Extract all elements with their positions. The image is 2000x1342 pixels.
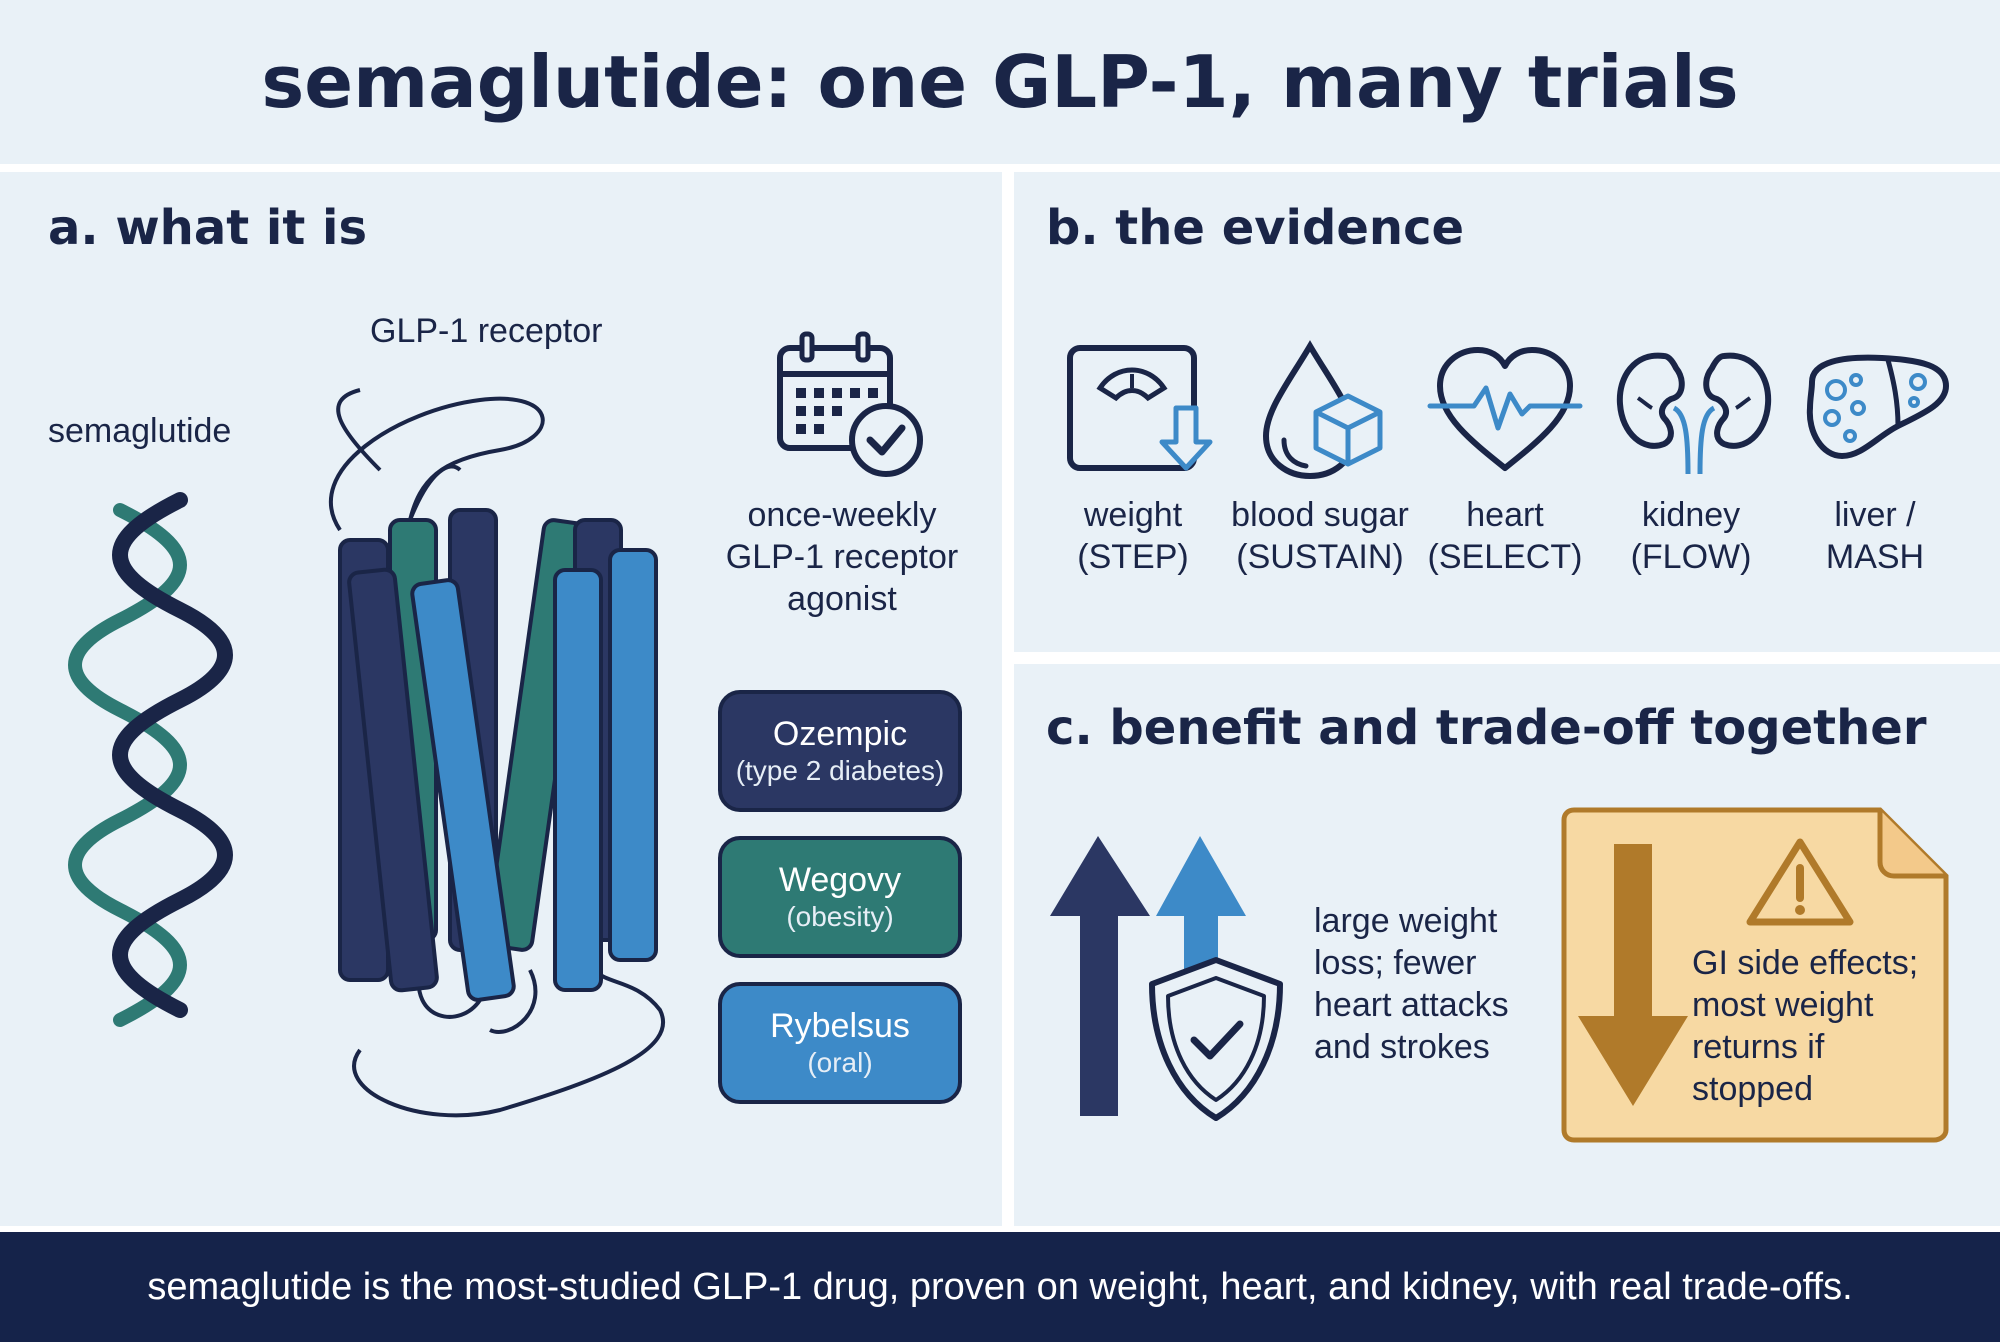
brand-name: Wegovy <box>778 861 902 899</box>
receptor-icon <box>329 388 665 1118</box>
brand-indication: (obesity) <box>786 901 894 932</box>
brand-card-rybelsus: Rybelsus (oral) <box>718 982 962 1104</box>
helix-icon <box>68 492 233 1027</box>
evidence-liver-line1: liver / <box>1834 496 1916 534</box>
blood-sugar-icon <box>1262 340 1383 480</box>
evidence-kidney-line1: kidney <box>1641 496 1741 534</box>
evidence-weight-line1: weight <box>1083 496 1183 534</box>
brand-name: Ozempic <box>772 715 908 753</box>
helix-segment <box>553 568 603 992</box>
summary-text: semaglutide is the most-studied GLP-1 dr… <box>147 1265 1853 1308</box>
benefit-arrows-icon <box>1050 836 1246 1116</box>
benefit-line-3: heart attacks <box>1314 986 1509 1024</box>
shield-check-icon <box>1149 957 1283 1121</box>
evidence-kidney-line2: (FLOW) <box>1630 538 1752 576</box>
summary-footer: semaglutide is the most-studied GLP-1 dr… <box>0 1232 2000 1342</box>
scale-icon <box>1067 345 1213 471</box>
semaglutide-label: semaglutide <box>48 412 232 450</box>
benefit-line-4: and strokes <box>1314 1028 1490 1066</box>
evidence-liver-line2: MASH <box>1825 538 1925 576</box>
liver-icon <box>1806 354 1950 460</box>
brand-card-ozempic: Ozempic (type 2 diabetes) <box>718 690 962 812</box>
benefit-line-1: large weight <box>1314 902 1498 940</box>
receptor-label: GLP-1 receptor <box>370 312 603 350</box>
helix-segment <box>347 567 439 993</box>
heart-icon <box>1427 347 1583 471</box>
tradeoff-line-4: stopped <box>1692 1070 1813 1108</box>
tradeoff-line-3: returns if <box>1692 1028 1825 1066</box>
page-title: semaglutide: one GLP-1, many trials <box>261 40 1739 124</box>
panel-a-heading: a. what it is <box>48 200 368 256</box>
evidence-heart-line2: (SELECT) <box>1427 538 1583 576</box>
dosing-line-1: once-weekly <box>747 496 937 534</box>
evidence-heart-line1: heart <box>1466 496 1544 534</box>
dosing-line-3: agonist <box>787 580 897 618</box>
helix-strand-navy <box>112 492 233 1018</box>
tradeoff-line-1: GI side effects; <box>1692 944 1919 982</box>
calendar-check-icon <box>777 331 923 477</box>
panel-b-heading: b. the evidence <box>1046 200 1465 256</box>
warning-note-card <box>1561 807 1949 1143</box>
evidence-weight-line2: (STEP) <box>1077 538 1189 576</box>
benefit-line-2: loss; fewer <box>1314 944 1477 982</box>
helix-segment <box>608 548 658 962</box>
evidence-blood-sugar-line2: (SUSTAIN) <box>1236 538 1404 576</box>
dosing-line-2: GLP-1 receptor <box>725 538 959 576</box>
brand-indication: (type 2 diabetes) <box>735 755 945 786</box>
tradeoff-line-2: most weight <box>1692 986 1874 1024</box>
brand-name: Rybelsus <box>770 1007 910 1045</box>
kidney-icon <box>1616 352 1772 475</box>
title-band: semaglutide: one GLP-1, many trials <box>0 0 2000 164</box>
brand-indication: (oral) <box>807 1047 873 1078</box>
helix-segment <box>410 578 516 1002</box>
evidence-blood-sugar-line1: blood sugar <box>1231 496 1409 534</box>
panel-c-heading: c. benefit and trade-off together <box>1046 700 1927 756</box>
brand-card-wegovy: Wegovy (obesity) <box>718 836 962 958</box>
